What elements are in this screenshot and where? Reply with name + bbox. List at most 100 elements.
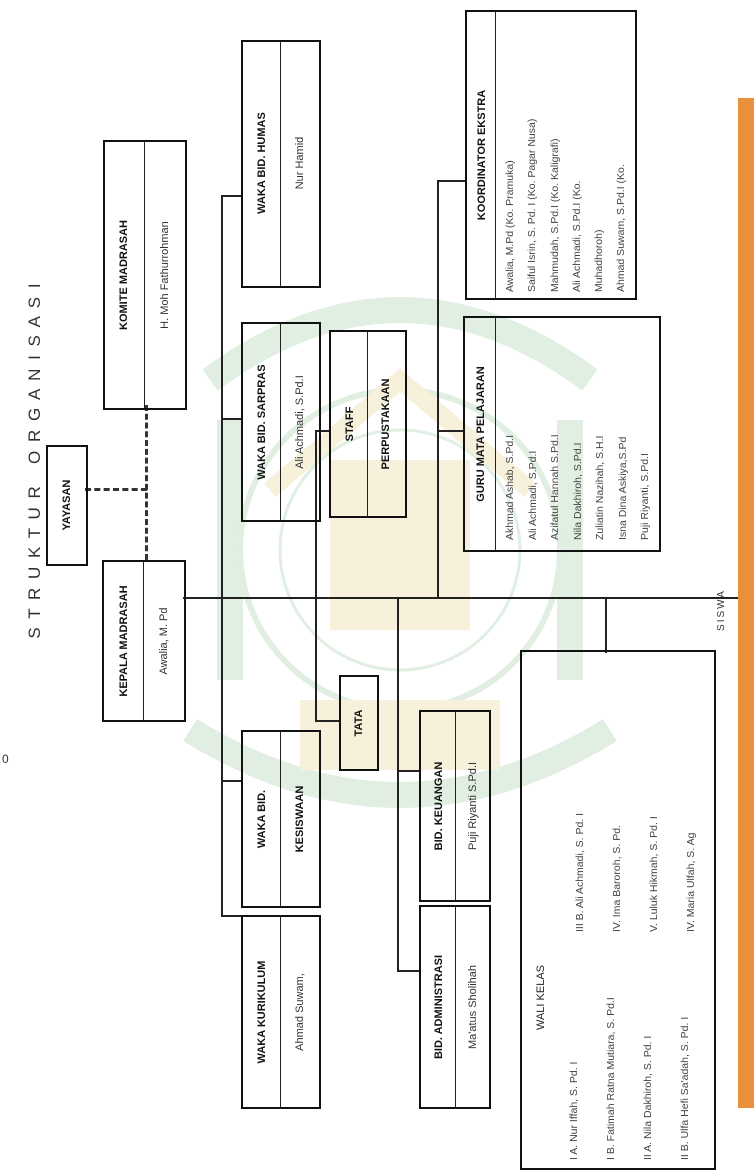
kurikulum-name-wrap: Ahmad Suwam, — [285, 925, 315, 1099]
kesiswaan-connector — [221, 780, 241, 782]
watermark-logo-icon — [183, 297, 617, 808]
wali-col-2-wrap: III B. Ali Achmadi, S. Pd. I IV. Ima Bar… — [526, 652, 697, 932]
divider — [280, 732, 281, 906]
divider — [495, 318, 496, 550]
page-title: S T R U K T U R O R G A N I S A S I — [25, 281, 44, 639]
kurikulum-title: WAKA KURIKULUM — [256, 960, 268, 1064]
divider — [280, 42, 281, 286]
bid-administrasi-box: BID. ADMINISTRASI Ma'atus Sholihah — [419, 905, 491, 1109]
guru-mapel-box: GURU MATA PELAJARAN Akhmad Ashab, S.Pd.I… — [463, 316, 661, 552]
komite-name: H. Moh Fathurrohman — [159, 221, 171, 329]
staff-tata-line — [315, 430, 317, 722]
waka-kesiswaan-box: WAKA BID. KESISWAAN — [241, 730, 321, 908]
administrasi-title-wrap: BID. ADMINISTRASI — [424, 915, 454, 1099]
humas-name: Nur Hamid — [294, 136, 306, 190]
kepala-madrasah-box: KEPALA MADRASAH Awalia, M. Pd — [102, 560, 186, 722]
administrasi-connector — [397, 970, 419, 972]
guru-item: Nila Dakhiroh, S.Pd.I — [571, 442, 584, 540]
wali-kelas-box: WALI KELAS I A. Nur Iffah, S. Pd. I I B.… — [520, 650, 716, 1170]
waka-sarpras-box: WAKA BID. SARPRAS Ali Achmadi, S.Pd.I — [241, 322, 321, 522]
guru-connector — [437, 430, 463, 432]
humas-connector — [221, 195, 241, 197]
keuangan-name-wrap: Puji Riyanti S.Pd.I — [458, 720, 488, 892]
kepala-name-wrap: Awalia, M. Pd — [148, 570, 180, 712]
wali-item: IV. Ima Baroroh, S. Pd. — [611, 825, 623, 932]
tata-wrap: TATA — [344, 683, 374, 763]
main-trunk-line — [183, 597, 738, 599]
waka-humas-box: WAKA BID. HUMAS Nur Hamid — [241, 40, 321, 288]
koordinator-connector — [437, 180, 465, 182]
kurikulum-title-wrap: WAKA KURIKULUM — [247, 925, 277, 1099]
guru-list: Akhmad Ashab, S.Pd.I Ali Achmadi, S.Pd.I… — [499, 326, 659, 542]
guru-item: Ali Achmadi, S.Pd.I — [526, 450, 539, 540]
kurikulum-connector — [221, 915, 241, 917]
tata-box: TATA — [339, 675, 379, 771]
yayasan-dashed-link — [85, 488, 147, 491]
guru-item: Puji Riyanti, S.Pd.I — [639, 453, 651, 540]
kesiswaan-title: WAKA BID. — [256, 789, 268, 849]
divider — [455, 712, 456, 900]
kepala-title-wrap: KEPALA MADRASAH — [109, 570, 139, 712]
guru-title: GURU MATA PELAJARAN — [475, 366, 487, 502]
siswa-bar — [738, 98, 754, 1108]
siswa-label: SISWA — [716, 589, 727, 631]
divider — [280, 324, 281, 520]
koordinator-list: Awalia, M.Pd (Ko. Pramuka) Saiful Isrin,… — [499, 22, 633, 292]
koordinator-title: KOORDINATOR EKSTRA — [476, 89, 488, 221]
page-title-container: S T R U K T U R O R G A N I S A S I — [22, 230, 48, 690]
koordinator-item: Mahmudah, S.Pd.I (Ko. Kaligrafi) — [548, 138, 561, 293]
wali-item: III B. Ali Achmadi, S. Pd. I — [574, 812, 586, 932]
guru-item: Zuliatin Nazihah, S.H.I — [594, 435, 606, 540]
tata-title: TATA — [353, 709, 365, 737]
guru-item: Isna Dina Askiya,S.Pd — [616, 436, 629, 540]
humas-title: WAKA BID. HUMAS — [256, 112, 268, 214]
sarpras-connector — [221, 418, 241, 420]
kesiswaan-title-wrap: WAKA BID. — [247, 740, 277, 898]
koordinator-item: Awalia, M.Pd (Ko. Pramuka) — [504, 160, 516, 292]
staff-subtitle-wrap: PERPUSTAKAAN — [371, 340, 401, 508]
sarpras-name-wrap: Ali Achmadi, S.Pd.I — [285, 332, 315, 512]
administrasi-title: BID. ADMINISTRASI — [433, 954, 445, 1060]
humas-title-wrap: WAKA BID. HUMAS — [247, 50, 277, 276]
guru-item: Azifatul Hannah S.Pd.I — [549, 434, 561, 540]
koordinator-item: Muhadhoroh) — [593, 229, 606, 292]
komite-name-wrap: H. Moh Fathurrohman — [149, 152, 181, 398]
sarpras-name: Ali Achmadi, S.Pd.I — [294, 375, 306, 469]
staff-connector — [315, 430, 329, 432]
keuangan-name: Puji Riyanti S.Pd.I — [467, 761, 479, 851]
yayasan-title: YAYASAN — [61, 479, 73, 531]
koordinator-title-wrap: KOORDINATOR EKSTRA — [469, 20, 495, 290]
humas-name-wrap: Nur Hamid — [285, 50, 315, 276]
waka-kurikulum-box: WAKA KURIKULUM Ahmad Suwam, — [241, 915, 321, 1109]
wali-item: IV. Maria Ulfah, S. Ag — [685, 832, 697, 932]
koordinator-item: Saiful Isrin, S. Pd. I (Ko. Pagar Nusa) — [526, 118, 539, 292]
komite-title: KOMITE MADRASAH — [118, 220, 130, 330]
staff-perpustakaan-box: STAFF PERPUSTAKAAN — [329, 330, 407, 518]
guru-title-wrap: GURU MATA PELAJARAN — [467, 326, 495, 542]
koordinator-item: Ahmad Suwam, S.Pd.I (Ko. — [615, 164, 628, 292]
guru-koord-line — [437, 180, 439, 598]
wali-connector — [605, 597, 607, 653]
siswa-label-container: SISWA — [714, 580, 730, 640]
sarpras-title: WAKA BID. SARPRAS — [256, 364, 268, 480]
divider — [143, 562, 144, 720]
waka-vertical-line — [221, 195, 223, 917]
koordinator-item: Ali Achmadi, S.Pd.I (Ko. — [570, 180, 583, 292]
kesiswaan-subtitle: KESISWAAN — [294, 785, 306, 853]
yayasan-box: YAYASAN — [46, 445, 88, 566]
bid-vertical-line — [397, 597, 399, 972]
divider — [367, 332, 368, 516]
yayasan-wrap: YAYASAN — [52, 455, 82, 555]
keuangan-connector — [397, 770, 419, 772]
komite-title-wrap: KOMITE MADRASAH — [109, 152, 139, 398]
wali-item: V. Luluk Hikmah, S. Pd. I — [648, 816, 660, 932]
kepala-name: Awalia, M. Pd — [158, 607, 170, 675]
sarpras-title-wrap: WAKA BID. SARPRAS — [247, 332, 277, 512]
divider — [280, 917, 281, 1107]
keuangan-title: BID. KEUANGAN — [433, 761, 445, 851]
kepala-title: KEPALA MADRASAH — [118, 585, 130, 697]
staff-title-wrap: STAFF — [335, 340, 365, 508]
kurikulum-name: Ahmad Suwam, — [294, 973, 306, 1051]
administrasi-name-wrap: Ma'atus Sholihah — [458, 915, 488, 1099]
guru-item: Akhmad Ashab, S.Pd.I — [504, 434, 516, 540]
